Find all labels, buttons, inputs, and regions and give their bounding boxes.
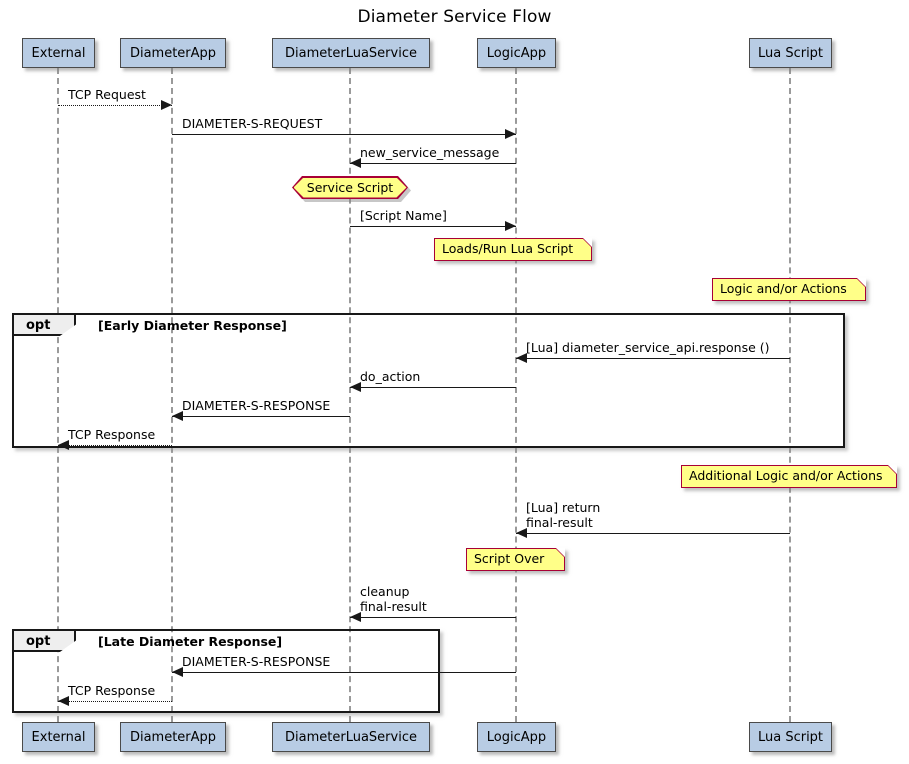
lifeline-diameterapp bbox=[171, 68, 173, 722]
lifeline-diameterluaservice bbox=[349, 68, 351, 722]
participant-bottom-logicapp[interactable]: LogicApp bbox=[477, 722, 556, 752]
page-title: Diameter Service Flow bbox=[357, 7, 552, 27]
fragment-condition-opt-late: [Late Diameter Response] bbox=[98, 634, 283, 649]
note-loads-run-lua: Loads/Run Lua Script bbox=[434, 238, 592, 261]
message-arrowhead-diameter-s-response-early bbox=[172, 411, 183, 421]
message-line-new-service-message bbox=[350, 163, 516, 164]
lifeline-logicapp bbox=[515, 68, 517, 722]
message-arrowhead-diameter-s-response-late bbox=[172, 667, 183, 677]
message-line-cleanup-final bbox=[350, 617, 516, 618]
message-line-tcp-response-late bbox=[58, 701, 172, 702]
fragment-operator-label-opt-early: opt bbox=[26, 318, 51, 333]
fragment-operator-label-opt-late: opt bbox=[26, 634, 51, 649]
message-label-lua-response-api: [Lua] diameter_service_api.response () bbox=[526, 340, 770, 355]
message-line-diameter-s-response-early bbox=[172, 416, 350, 417]
message-line-tcp-response-early bbox=[58, 445, 172, 446]
message-line-diameter-s-response-late bbox=[172, 672, 516, 673]
lifeline-luascript bbox=[789, 68, 791, 722]
message-label-do-action: do_action bbox=[360, 369, 421, 384]
message-label-cleanup-final: cleanup final-result bbox=[360, 584, 427, 614]
message-arrowhead-tcp-response-late bbox=[58, 696, 69, 706]
message-arrowhead-do-action bbox=[350, 382, 361, 392]
note-fold-inner-icon bbox=[888, 465, 897, 474]
message-line-lua-return-final bbox=[516, 533, 790, 534]
message-line-do-action bbox=[350, 387, 516, 388]
message-arrowhead-diameter-s-request bbox=[505, 129, 516, 139]
message-line-tcp-request bbox=[58, 105, 172, 106]
message-arrowhead-lua-return-final bbox=[516, 528, 527, 538]
participant-top-diameterluaservice[interactable]: DiameterLuaService bbox=[272, 38, 430, 68]
message-arrowhead-script-name bbox=[505, 221, 516, 231]
message-line-diameter-s-request bbox=[172, 134, 516, 135]
message-label-tcp-response-late: TCP Response bbox=[68, 683, 156, 698]
message-label-tcp-response-early: TCP Response bbox=[68, 427, 156, 442]
message-label-diameter-s-response-late: DIAMETER-S-RESPONSE bbox=[182, 654, 331, 669]
message-arrowhead-tcp-response-early bbox=[58, 440, 69, 450]
fragment-condition-opt-early: [Early Diameter Response] bbox=[98, 318, 287, 333]
note-script-over: Script Over bbox=[466, 548, 565, 571]
message-arrowhead-cleanup-final bbox=[350, 612, 361, 622]
note-logic-and-actions: Logic and/or Actions bbox=[712, 278, 866, 301]
participant-bottom-diameterluaservice[interactable]: DiameterLuaService bbox=[272, 722, 430, 752]
message-line-lua-response-api bbox=[516, 358, 790, 359]
note-fold-inner-icon bbox=[857, 278, 866, 287]
participant-top-external[interactable]: External bbox=[22, 38, 95, 68]
message-arrowhead-lua-response-api bbox=[516, 353, 527, 363]
participant-bottom-luascript[interactable]: Lua Script bbox=[749, 722, 832, 752]
participant-top-luascript[interactable]: Lua Script bbox=[749, 38, 832, 68]
note-additional-logic: Additional Logic and/or Actions bbox=[681, 465, 897, 488]
participant-top-diameterapp[interactable]: DiameterApp bbox=[120, 38, 226, 68]
fragment-opt-early bbox=[12, 313, 845, 448]
message-line-script-name bbox=[350, 226, 516, 227]
participant-top-logicapp[interactable]: LogicApp bbox=[477, 38, 556, 68]
note-fold-inner-icon bbox=[583, 238, 592, 247]
message-label-script-name: [Script Name] bbox=[360, 208, 447, 223]
note-fold-inner-icon bbox=[556, 548, 565, 557]
message-arrowhead-new-service-message bbox=[350, 158, 361, 168]
fragment-opt-late bbox=[12, 629, 440, 713]
participant-bottom-external[interactable]: External bbox=[22, 722, 95, 752]
message-label-lua-return-final: [Lua] return final-result bbox=[526, 500, 601, 530]
message-label-new-service-message: new_service_message bbox=[360, 145, 500, 160]
participant-bottom-diameterapp[interactable]: DiameterApp bbox=[120, 722, 226, 752]
note-service-script: Service Script bbox=[294, 178, 407, 198]
lifeline-external bbox=[57, 68, 59, 722]
message-label-diameter-s-request: DIAMETER-S-REQUEST bbox=[182, 116, 323, 131]
message-label-tcp-request: TCP Request bbox=[68, 87, 146, 102]
message-label-diameter-s-response-early: DIAMETER-S-RESPONSE bbox=[182, 398, 331, 413]
message-arrowhead-tcp-request bbox=[161, 100, 172, 110]
